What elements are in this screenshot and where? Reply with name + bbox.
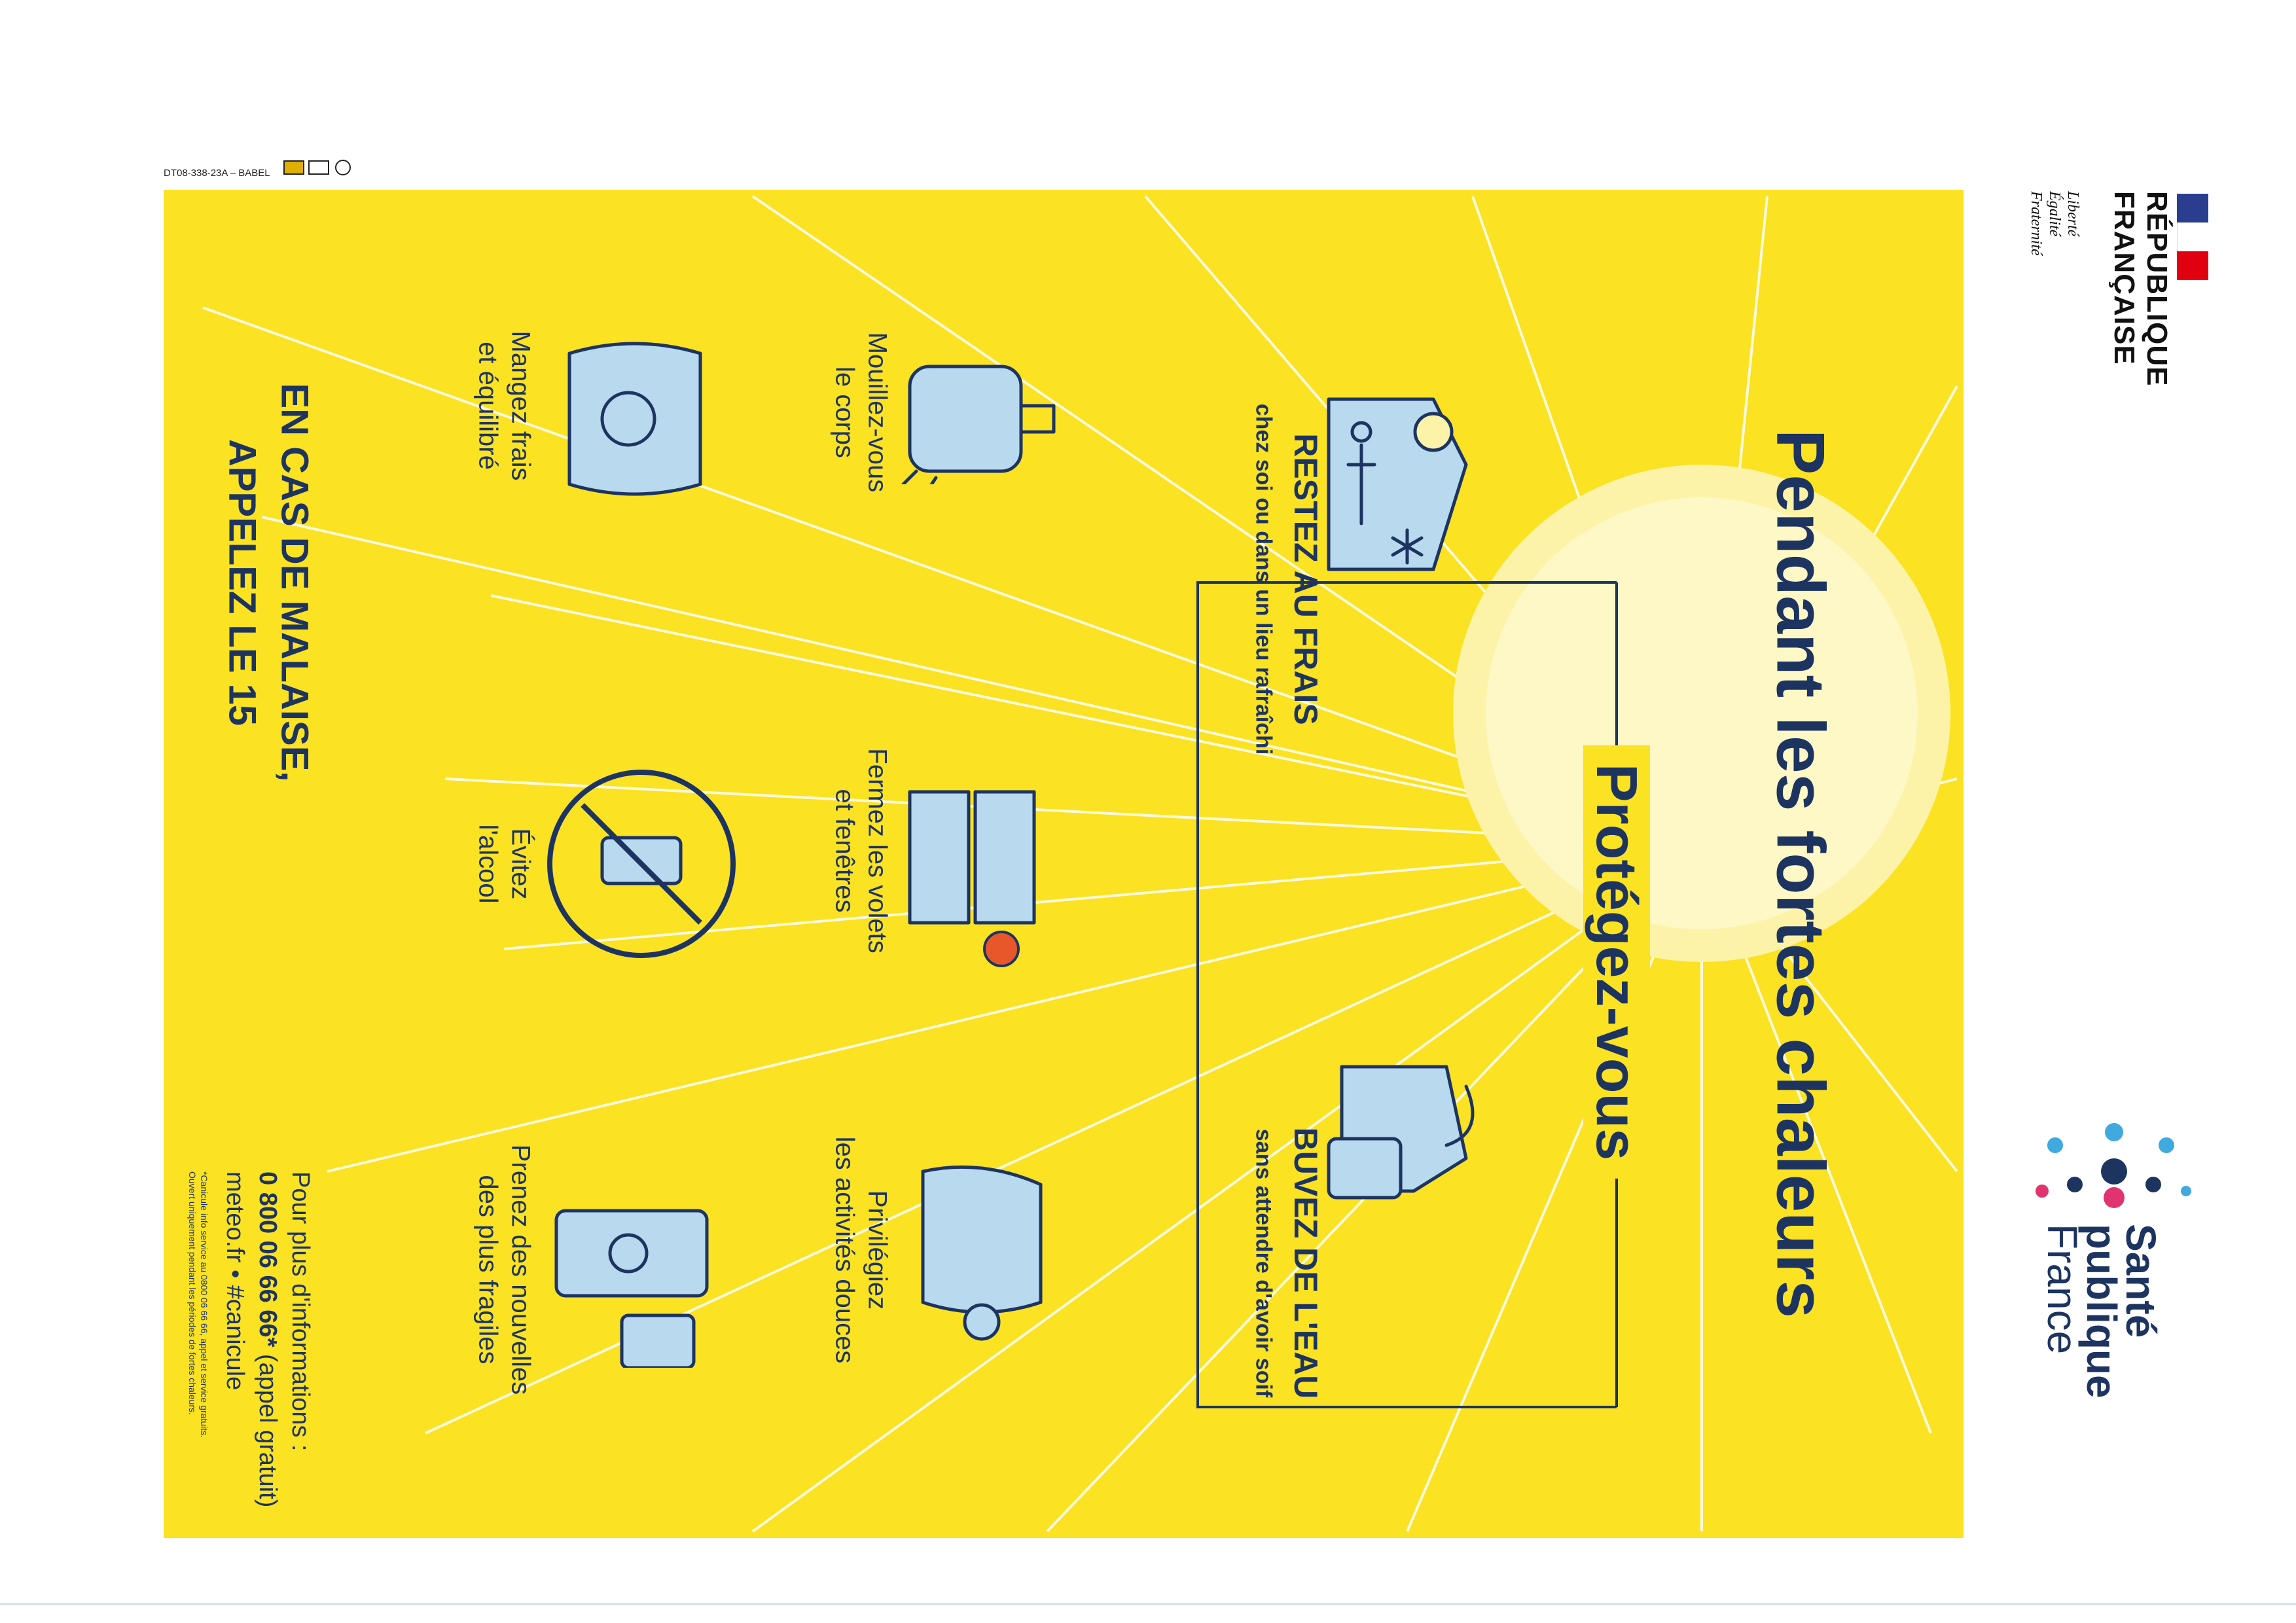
info-footnote1: *Canicule info service au 0800 06 66 66,…: [199, 1171, 209, 1438]
tip-alcool-line1: Évitez: [506, 828, 535, 900]
motto-fraternite: Fraternité: [2028, 191, 2045, 256]
advice-cool-heading: RESTEZ AU FRAIS: [1287, 433, 1324, 725]
info-phone-number: 0 800 06 66 66*: [254, 1171, 281, 1347]
print-marks-icon: [283, 157, 361, 180]
motto-egalite: Égalité: [2046, 191, 2063, 237]
tip-alcool-line2: l'alcool: [473, 824, 503, 904]
tip-fragiles-line1: Prenez des nouvelles: [506, 1144, 535, 1395]
poster-subtitle: Protégez-vous: [1583, 745, 1650, 1179]
tip-mouillez-line1: Mouillez-vous: [863, 332, 892, 493]
tip-activites-line1: Privilégiez: [863, 1190, 892, 1310]
no-alcohol-icon: [547, 770, 736, 958]
info-footnote2: Ouvert uniquement pendant les périodes d…: [187, 1171, 198, 1416]
republique-line: RÉPUBLIQUE: [2141, 191, 2173, 387]
flag-icon: [2177, 194, 2208, 280]
spray-bottle-icon: [901, 365, 1056, 484]
document-code: DT08-338-23A – BABEL: [164, 168, 270, 179]
motto-liberte: Liberté: [2064, 191, 2081, 237]
advice-cool-sub: chez soi ou dans un lieu rafraîchi: [1251, 403, 1276, 755]
meditation-icon: [921, 1165, 1043, 1341]
sante-publique-france-logo-icon: [2036, 1123, 2191, 1208]
advice-water-heading: BUVEZ DE L'EAU: [1287, 1127, 1324, 1399]
emergency-line2: APPELEZ LE 15: [221, 438, 264, 726]
francaise-line: FRANÇAISE: [2108, 191, 2140, 365]
scan-divider: [0, 1603, 2296, 1605]
tip-mouillez-line2: le corps: [830, 366, 859, 459]
tip-volets-line1: Fermez les volets: [863, 748, 892, 954]
shutters-icon: [908, 790, 1036, 967]
tip-volets-line2: et fenêtres: [830, 789, 859, 913]
tip-mangez-line2: et équilibré: [473, 342, 503, 470]
advice-water-sub: sans attendre d'avoir soif: [1251, 1128, 1276, 1398]
poster-title: Pendant les fortes chaleurs: [1762, 429, 1839, 1319]
brand-france: France: [2039, 1224, 2086, 1355]
cool-room-icon: [1327, 397, 1468, 571]
tip-fragiles-line2: des plus fragiles: [473, 1175, 503, 1364]
water-jug-icon: [1327, 1065, 1475, 1200]
food-bowl-icon: [567, 342, 702, 496]
poster: Pendant les fortes chaleurs Protégez-vou…: [164, 190, 1964, 1538]
info-phone-note: (appel gratuit): [254, 1347, 281, 1508]
tip-mangez-line1: Mangez frais: [506, 330, 535, 481]
info-line1: Pour plus d'informations :: [287, 1171, 314, 1452]
sun-rays-background: [202, 195, 1958, 1533]
tip-activites-line2: les activités douces: [830, 1136, 859, 1364]
info-phone: 0 800 06 66 66* (appel gratuit): [253, 1171, 281, 1507]
emergency-line1: EN CAS DE MALAISE,: [273, 383, 316, 782]
info-line3: meteo.fr • #canicule: [221, 1171, 249, 1391]
phone-call-icon: [554, 1209, 709, 1368]
